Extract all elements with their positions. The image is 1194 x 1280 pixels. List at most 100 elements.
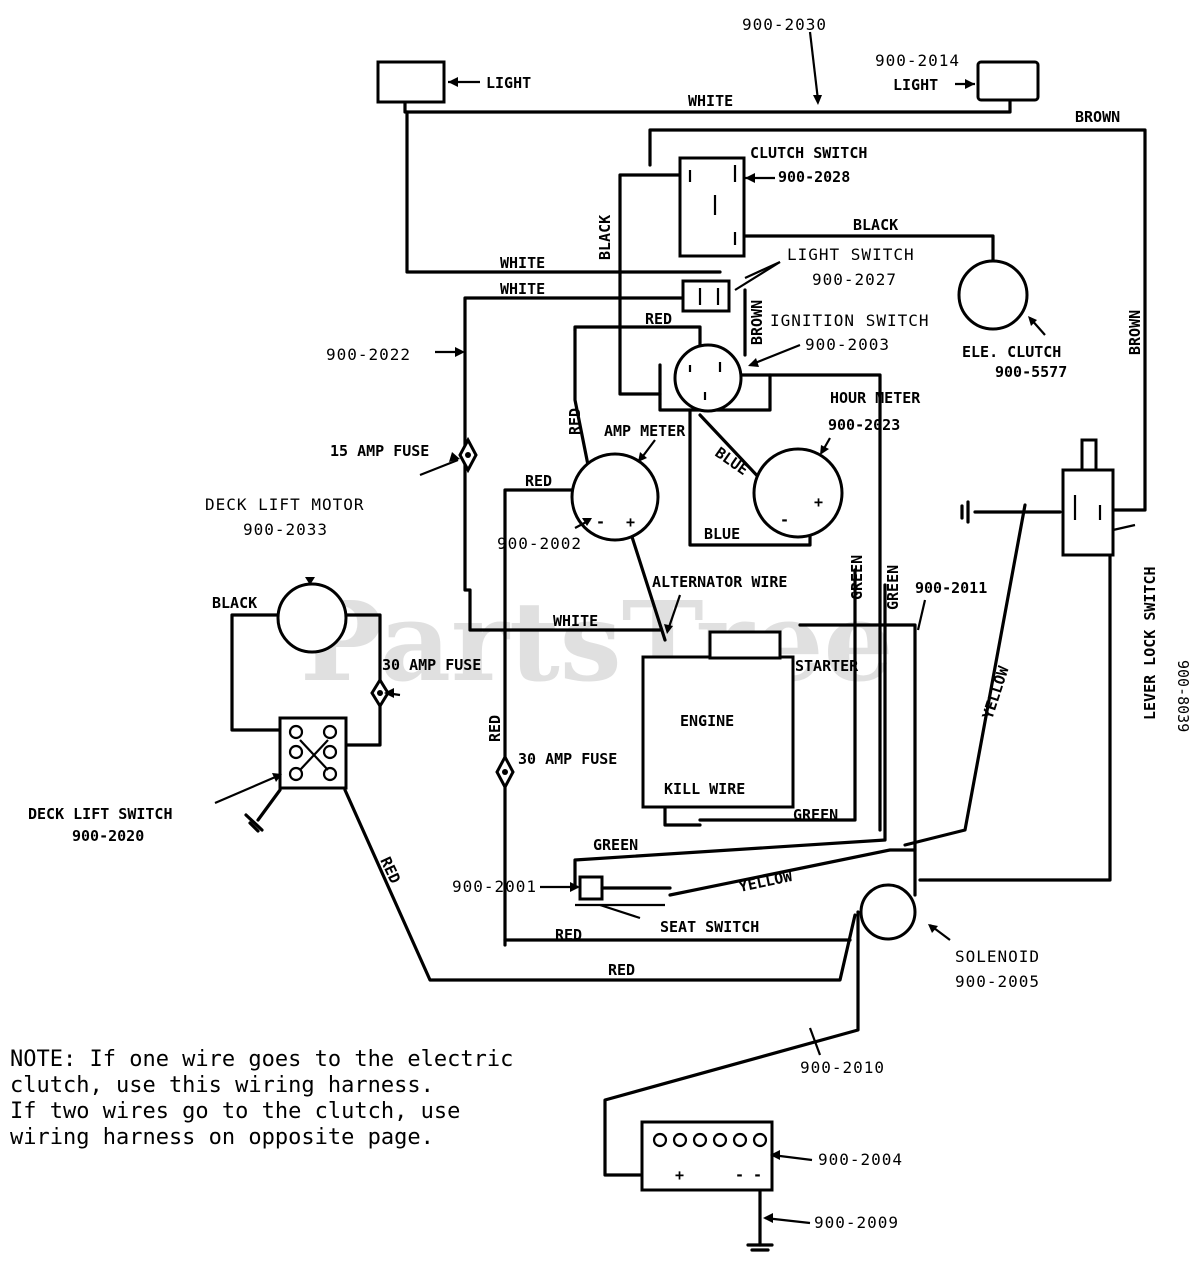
label-seat-switch: SEAT SWITCH xyxy=(660,918,759,936)
label-white-1: WHITE xyxy=(500,254,545,272)
label-ignition-switch-part: 900-2003 xyxy=(805,335,890,354)
wires xyxy=(230,98,1147,1247)
label-yellow-seat: YELLOW xyxy=(737,867,795,896)
white-light-switch-wire xyxy=(405,110,722,274)
label-deck-lift-motor-part: 900-2033 xyxy=(243,520,328,539)
battery-minus-sign: - - xyxy=(735,1166,762,1184)
white-harness-wire xyxy=(463,296,722,632)
labels: 900-2030 LIGHT 900-2014 LIGHT WHITE BROW… xyxy=(28,15,1192,1232)
label-seat-switch-part: 900-2001 xyxy=(452,877,537,896)
kill-wire xyxy=(663,803,702,827)
red-top-wire xyxy=(573,325,702,352)
label-fuse-30a: 30 AMP FUSE xyxy=(382,656,481,674)
label-red-seat: RED xyxy=(555,926,582,944)
red-left-wire xyxy=(503,488,852,942)
black-vertical-wire xyxy=(618,173,687,396)
ignition-switch-icon xyxy=(673,343,743,413)
label-green-engine: GREEN xyxy=(793,806,838,824)
label-engine: ENGINE xyxy=(680,712,734,730)
label-ele-clutch-part: 900-5577 xyxy=(995,363,1067,381)
label-green-1: GREEN xyxy=(848,555,866,600)
label-alternator-wire: ALTERNATOR WIRE xyxy=(652,573,787,591)
label-hour-meter: HOUR METER xyxy=(830,389,921,407)
hour-meter-minus: - xyxy=(780,511,789,529)
label-ignition-switch: IGNITION SWITCH xyxy=(770,311,930,330)
right-light-icon xyxy=(976,60,1040,102)
amp-meter-icon: - + xyxy=(570,452,660,542)
label-clutch-switch: CLUTCH SWITCH xyxy=(750,144,867,162)
label-lever-lock-switch: LEVER LOCK SWITCH xyxy=(1141,566,1159,720)
label-fuse-15: 15 AMP FUSE xyxy=(330,442,429,460)
label-amp-meter-part: 900-2002 xyxy=(497,534,582,553)
left-light-icon xyxy=(376,60,446,104)
note-line-1: NOTE: If one wire goes to the electric xyxy=(10,1047,513,1072)
hour-meter-icon: - + xyxy=(752,447,844,539)
label-brown-top: BROWN xyxy=(1075,108,1120,126)
label-harness-2011: 900-2011 xyxy=(915,579,987,597)
label-harness-2010: 900-2010 xyxy=(800,1058,885,1077)
label-hour-meter-part: 900-2023 xyxy=(828,416,900,434)
electric-clutch-icon xyxy=(957,259,1029,331)
amp-meter-plus: + xyxy=(626,513,635,531)
label-white-2: WHITE xyxy=(500,280,545,298)
leader-lines xyxy=(214,31,1136,1225)
green-engine-wire xyxy=(698,568,857,822)
label-green-2: GREEN xyxy=(884,565,902,610)
label-deck-lift-switch: DECK LIFT SWITCH xyxy=(28,805,173,823)
label-deck-lift-motor: DECK LIFT MOTOR xyxy=(205,495,365,514)
lever-lock-switch-icon xyxy=(1061,438,1115,557)
battery-wire xyxy=(603,910,860,1177)
label-ele-clutch: ELE. CLUTCH xyxy=(962,343,1061,361)
note-line-4: wiring harness on opposite page. xyxy=(10,1125,434,1150)
label-brown-vertical: BROWN xyxy=(748,300,766,345)
black-motor-wire xyxy=(230,613,282,732)
deck-lift-motor-icon xyxy=(276,582,348,654)
label-light-right: LIGHT xyxy=(893,76,938,94)
yellow-lever-wire xyxy=(903,503,1027,847)
deck-ground-wire xyxy=(256,788,282,822)
label-green-seat: GREEN xyxy=(593,836,638,854)
label-white-mid: WHITE xyxy=(553,612,598,630)
battery-icon: + - - xyxy=(640,1120,774,1192)
fuse-15-icon xyxy=(458,436,478,474)
label-blue-bottom: BLUE xyxy=(704,525,740,543)
battery-ground-icon xyxy=(746,1243,774,1252)
label-red-diag: RED xyxy=(376,854,404,886)
red-diag-wire xyxy=(343,788,857,982)
brown-wire xyxy=(648,128,1147,512)
label-light-switch-part: 900-2027 xyxy=(812,270,897,289)
starter-solenoid-wire xyxy=(798,623,917,897)
label-red-vertical: RED xyxy=(566,408,584,435)
black-clutch-wire xyxy=(738,234,995,262)
note-line-2: clutch, use this wiring harness. xyxy=(10,1073,434,1098)
amp-meter-minus: - xyxy=(596,513,605,531)
label-black-vertical: BLACK xyxy=(596,215,614,260)
battery-plus-sign: + xyxy=(675,1166,684,1184)
lever-loop-wire xyxy=(918,543,1112,882)
label-lever-lock-part: 900-8039 xyxy=(1174,660,1192,732)
label-solenoid-part: 900-2005 xyxy=(955,972,1040,991)
label-ground-part: 900-2009 xyxy=(814,1213,899,1232)
note-line-3: If two wires go to the clutch, use xyxy=(10,1099,460,1124)
label-black-clutch: BLACK xyxy=(853,216,898,234)
deck-ground-icon xyxy=(244,813,264,833)
yellow-seat-wire xyxy=(668,848,917,897)
label-red-amp: RED xyxy=(525,472,552,490)
deck-lift-switch-icon xyxy=(278,716,348,790)
fuse-30a-icon xyxy=(370,677,390,709)
label-harness-2030: 900-2030 xyxy=(742,15,827,34)
lever-ground-icon xyxy=(960,500,970,524)
label-battery-part: 900-2004 xyxy=(818,1150,903,1169)
label-fuse-30b: 30 AMP FUSE xyxy=(518,750,617,768)
engine-icon xyxy=(641,630,795,809)
label-light-switch: LIGHT SWITCH xyxy=(787,245,915,264)
label-solenoid: SOLENOID xyxy=(955,947,1040,966)
label-light-right-part: 900-2014 xyxy=(875,51,960,70)
label-yellow-vertical: YELLOW xyxy=(979,663,1013,721)
white-light-wire xyxy=(403,98,1012,114)
label-starter: STARTER xyxy=(795,657,859,675)
label-brown-right: BROWN xyxy=(1126,310,1144,355)
label-black-motor: BLACK xyxy=(212,594,257,612)
